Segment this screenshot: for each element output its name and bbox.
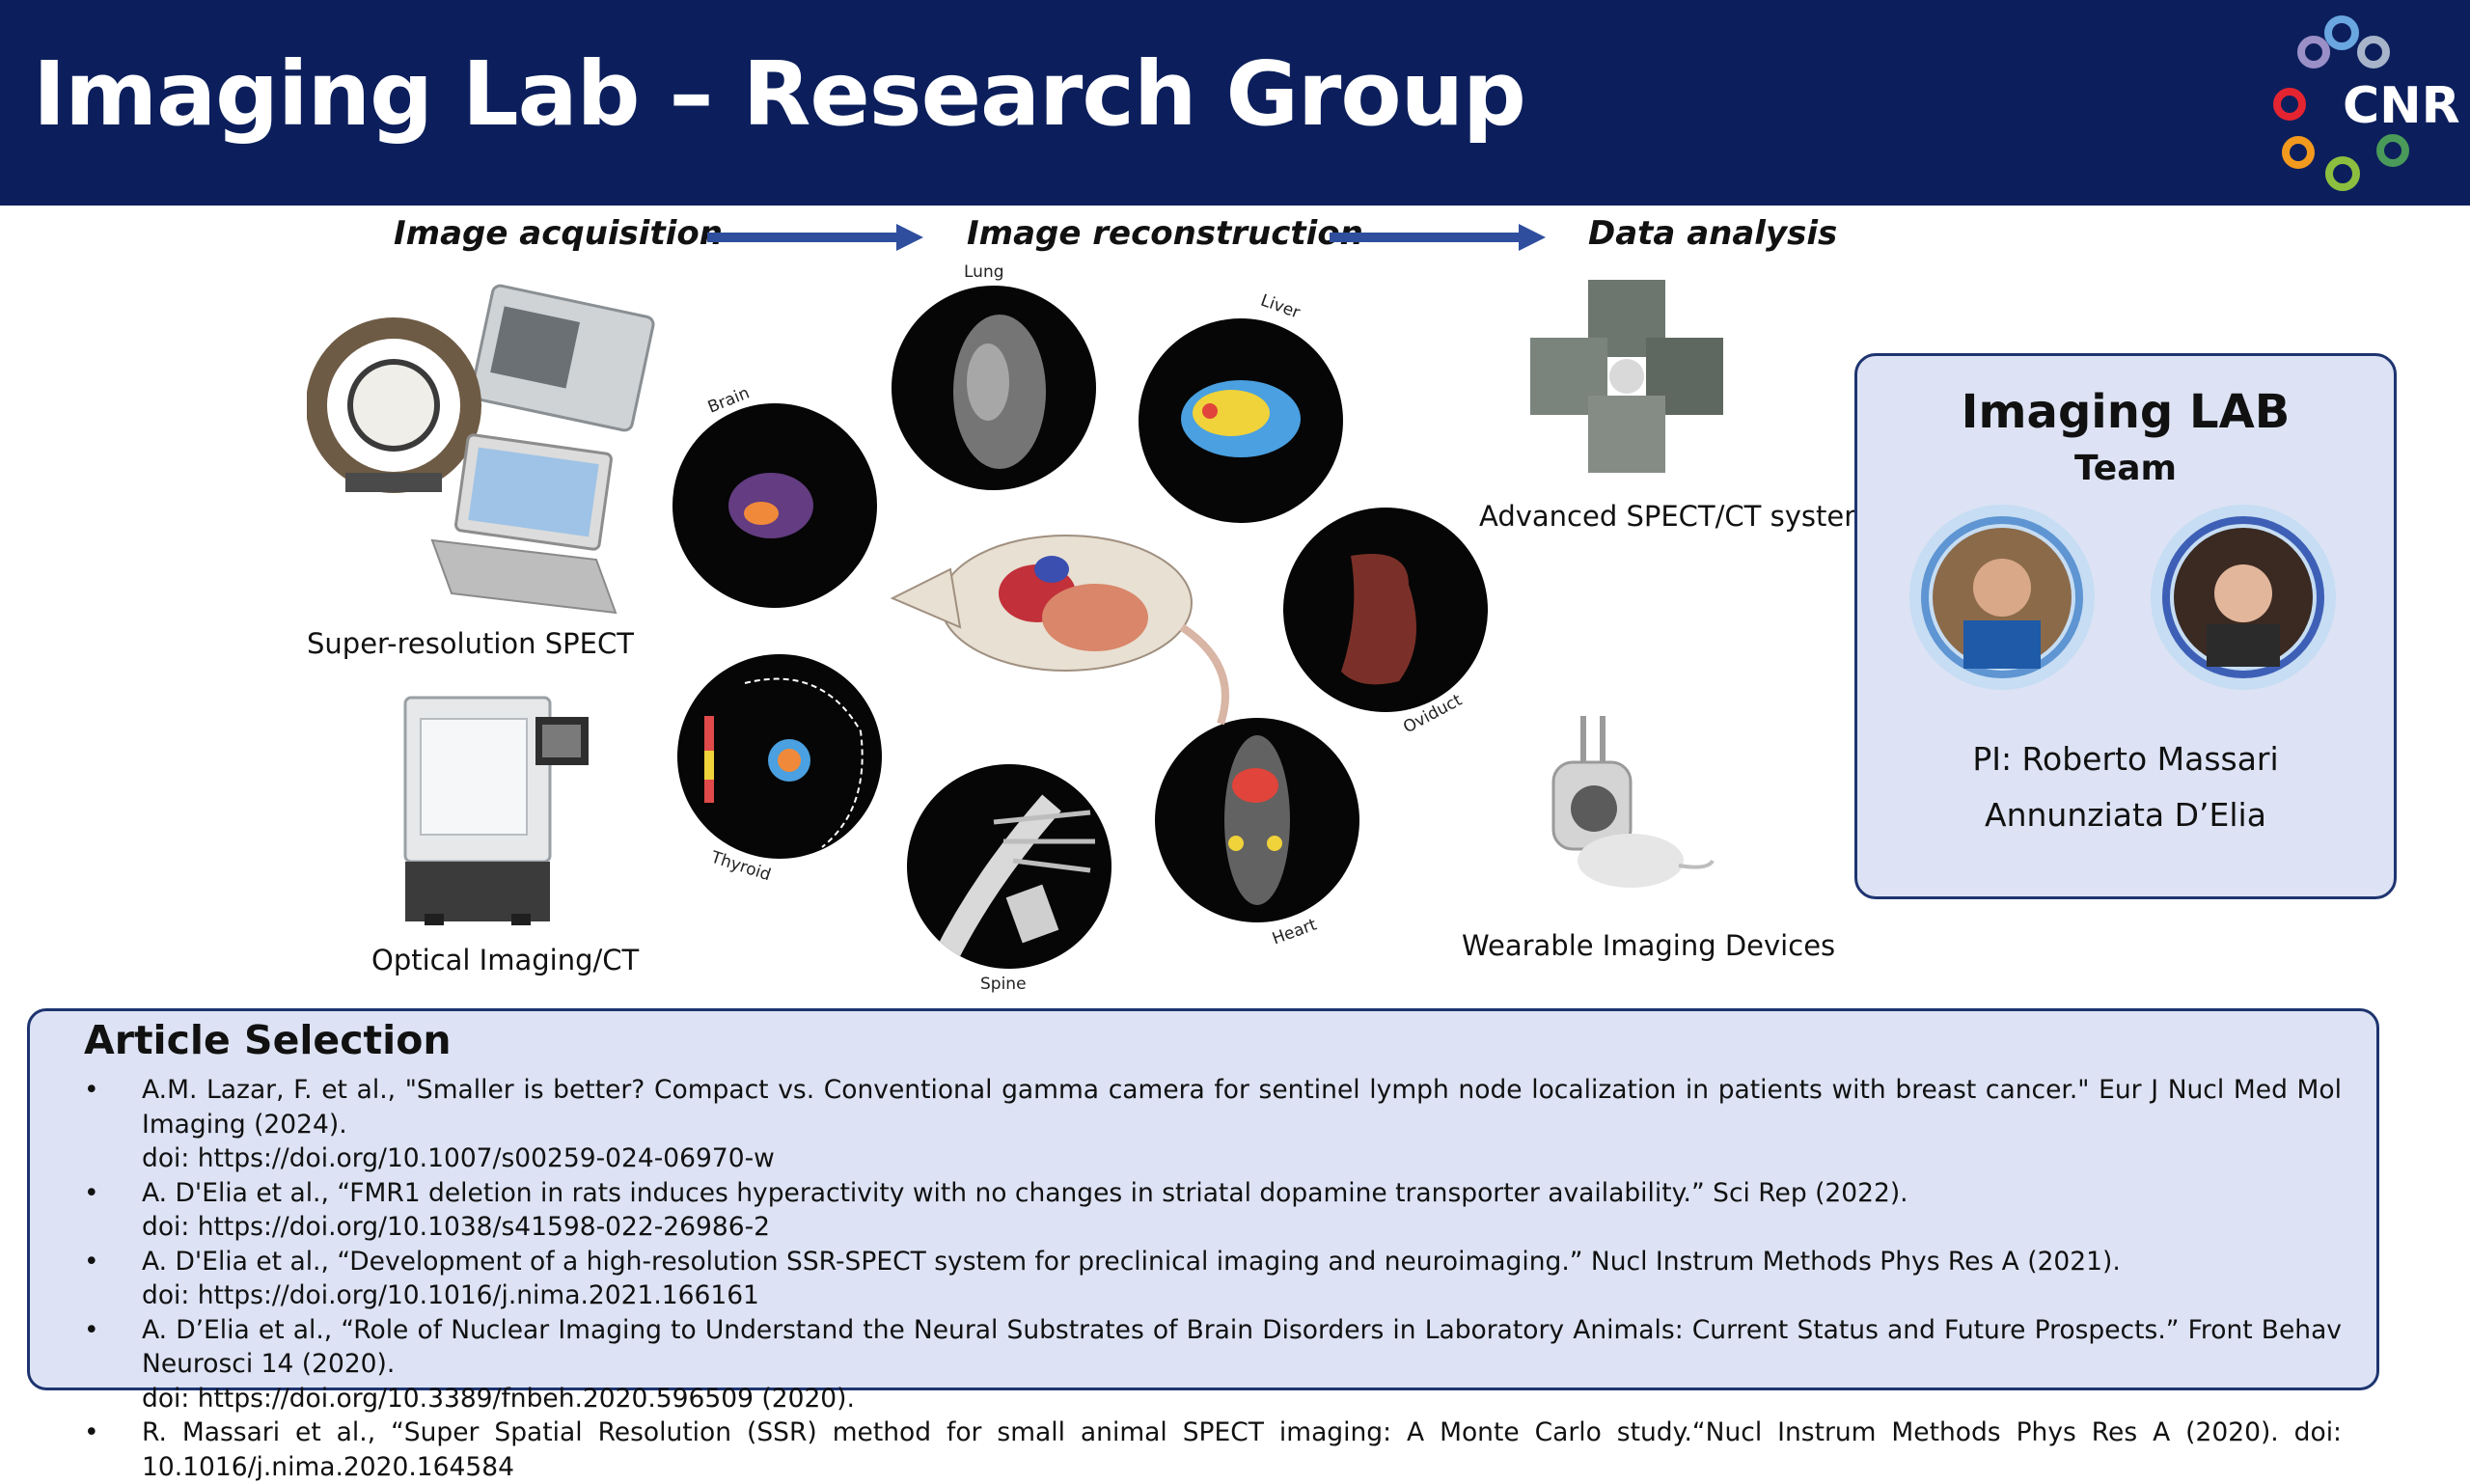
article-selection-panel: Article Selection • A.M. Lazar, F. et al… — [27, 1008, 2379, 1482]
spect-scanner-image — [307, 284, 655, 615]
article-list: • A.M. Lazar, F. et al., "Smaller is bet… — [84, 1073, 2342, 1484]
step-data-analysis: Data analysis — [1588, 214, 1838, 253]
liver-scan-image — [1139, 318, 1343, 523]
articles-title: Article Selection — [84, 1017, 452, 1063]
organ-label-liver: Liver — [1257, 290, 1303, 323]
optical-ct-device-image — [403, 696, 589, 925]
spect-ct-caption: Advanced SPECT/CT systems — [1479, 500, 1886, 533]
bullet-icon: • — [84, 1246, 99, 1277]
team-title: Imaging LAB — [1961, 385, 2291, 439]
bullet-icon: • — [84, 1177, 99, 1208]
brain-scan-image — [672, 403, 877, 608]
article-doi: doi: https://doi.org/10.1038/s41598-022-… — [142, 1212, 770, 1242]
list-item: • A.M. Lazar, F. et al., "Smaller is bet… — [84, 1073, 2342, 1176]
spine-scan-image — [907, 764, 1112, 969]
team-pi: PI: Roberto Massari — [1972, 740, 2279, 778]
list-item: • A. D'Elia et al., “FMR1 deletion in ra… — [84, 1176, 2342, 1245]
bullet-icon: • — [84, 1075, 99, 1105]
article-text: A. D’Elia et al., “Role of Nuclear Imagi… — [142, 1314, 2342, 1380]
lung-scan-image — [892, 286, 1096, 490]
list-item: • A. D’Elia et al., “Role of Nuclear Ima… — [84, 1313, 2342, 1416]
wearable-device-image — [1551, 716, 1715, 888]
oviduct-scan-image — [1283, 508, 1488, 712]
team-member: Annunziata D’Elia — [1985, 796, 2266, 834]
spect-caption: Super-resolution SPECT — [307, 627, 634, 660]
team-subtitle: Team — [2074, 449, 2177, 488]
article-doi: doi: https://doi.org/10.3389/fnbeh.2020.… — [142, 1383, 855, 1414]
rat-anatomy-image — [890, 535, 1229, 726]
optical-caption: Optical Imaging/CT — [371, 944, 640, 976]
article-doi: doi: https://doi.org/10.1007/s00259-024-… — [142, 1143, 775, 1173]
avatar — [2151, 505, 2336, 690]
bullet-icon: • — [84, 1417, 99, 1447]
article-doi: doi: https://doi.org/10.1016/j.nima.2021… — [142, 1280, 759, 1310]
list-item: • R. Massari et al., “Super Spatial Reso… — [84, 1415, 2342, 1484]
thyroid-scan-image — [677, 654, 882, 859]
organ-label-lung: Lung — [964, 262, 1004, 282]
logo-text: CNR — [2343, 77, 2460, 135]
avatar — [1909, 505, 2095, 690]
article-text: A. D'Elia et al., “Development of a high… — [142, 1246, 2121, 1277]
header-bar: Imaging Lab – Research Group CNR — [0, 0, 2470, 206]
bullet-icon: • — [84, 1314, 99, 1345]
arrow-right-icon — [707, 224, 923, 251]
step-image-acquisition: Image acquisition — [394, 214, 723, 253]
heart-scan-image — [1155, 718, 1359, 922]
article-text: R. Massari et al., “Super Spatial Resolu… — [142, 1417, 2342, 1482]
team-panel: Imaging LAB Team PI: Roberto Massari Ann… — [1854, 353, 2397, 899]
cnr-logo: CNR — [2238, 8, 2470, 201]
wearable-caption: Wearable Imaging Devices — [1462, 929, 1836, 962]
page-title: Imaging Lab – Research Group — [33, 42, 1526, 146]
cnr-logo-rings — [2273, 15, 2409, 191]
organ-label-spine: Spine — [980, 975, 1027, 994]
spect-ct-system-image — [1530, 280, 1723, 473]
list-item: • A. D'Elia et al., “Development of a hi… — [84, 1245, 2342, 1313]
article-text: A.M. Lazar, F. et al., "Smaller is bette… — [142, 1075, 2342, 1140]
arrow-right-icon — [1330, 224, 1546, 251]
step-image-reconstruction: Image reconstruction — [967, 214, 1363, 253]
article-text: A. D'Elia et al., “FMR1 deletion in rats… — [142, 1177, 1908, 1208]
